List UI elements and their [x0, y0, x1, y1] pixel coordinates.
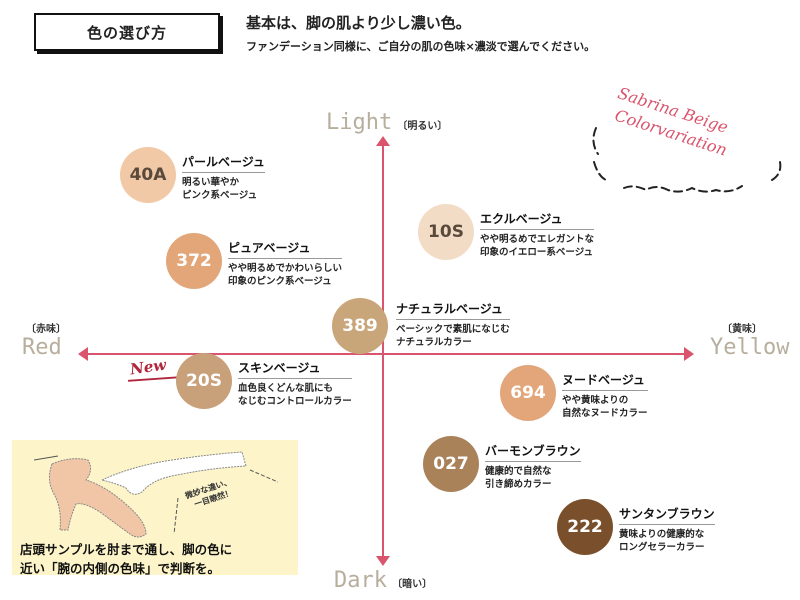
axis-word: Red — [22, 335, 62, 360]
axis-sub: 〔赤味〕 — [26, 324, 66, 335]
tip-line-1: 店頭サンプルを肘まで通し、脚の色に — [20, 542, 233, 557]
arrow-up-icon — [376, 136, 390, 146]
shade-20S: 20S スキンベージュ 血色良くどんな肌にも なじむコントロールカラー — [176, 353, 352, 409]
shade-389: 389 ナチュラルベージュ ベーシックで素肌になじむ ナチュラルカラー — [332, 298, 510, 354]
shade-desc-2: 自然なヌードカラー — [562, 408, 648, 419]
shade-name: パールベージュ — [182, 153, 265, 173]
shade-name: スキンベージュ — [238, 359, 352, 379]
shade-swatch: 10S — [418, 204, 474, 260]
shade-name: ナチュラルベージュ — [396, 300, 510, 320]
headline: 基本は、脚の肌より少し濃い色。 — [246, 14, 471, 32]
shade-desc-2: 印象のイエロー系ベージュ — [480, 247, 594, 258]
shade-swatch: 222 — [557, 499, 613, 555]
shade-desc-2: なじむコントロールカラー — [238, 396, 352, 407]
shade-desc-2: ロングセラーカラー — [619, 542, 705, 553]
axis-label-dark: Dark 〔暗い〕 — [334, 568, 432, 593]
new-label: New — [128, 355, 168, 379]
cloud-outline-icon — [592, 127, 782, 193]
shade-swatch: 694 — [500, 365, 556, 421]
shade-name: エクルベージュ — [480, 210, 595, 230]
shade-swatch: 027 — [423, 436, 479, 492]
shade-desc-1: 明るい華やか — [182, 177, 240, 188]
axis-sub: 〔暗い〕 — [392, 579, 433, 590]
shade-name: ピュアベージュ — [228, 239, 343, 259]
tip-line-2: 近い「腕の内側の色味」で判断を。 — [20, 561, 221, 576]
shade-swatch: 40A — [120, 147, 176, 203]
shade-desc-1: 血色良くどんな肌にも — [238, 383, 334, 394]
shade-694: 694 ヌードベージュ やや黄味よりの 自然なヌードカラー — [500, 365, 648, 421]
shade-372: 372 ピュアベージュ やや明るめでかわいらしい 印象のピンク系ベージュ — [166, 233, 343, 289]
axis-word: Dark — [334, 568, 387, 593]
shade-desc-1: やや黄味よりの — [562, 395, 629, 406]
shade-name: サンタンブラウン — [619, 505, 715, 525]
shade-swatch: 20S — [176, 353, 232, 409]
subheadline: ファンデーション同様に、ご自分の肌の色味×濃淡で選んでください。 — [246, 40, 596, 53]
shade-swatch: 372 — [166, 233, 222, 289]
shade-desc-1: やや明るめでかわいらしい — [228, 263, 343, 274]
shade-swatch: 389 — [332, 298, 388, 354]
shade-222: 222 サンタンブラウン 黄味よりの健康的な ロングセラーカラー — [557, 499, 715, 555]
axis-word: Light — [326, 110, 393, 135]
axis-label-red: 〔赤味〕 Red — [22, 320, 66, 360]
shade-desc-2: ナチュラルカラー — [396, 337, 472, 348]
shade-name: バーモンブラウン — [485, 442, 581, 462]
shade-desc-2: ピンク系ベージュ — [182, 190, 258, 201]
shade-desc-2: 引き締めカラー — [485, 479, 552, 490]
section-title: 色の選び方 — [34, 13, 220, 51]
shade-desc-1: ベーシックで素肌になじむ — [396, 324, 510, 335]
axis-sub: 〔明るい〕 — [397, 121, 448, 132]
axis-label-light: Light 〔明るい〕 — [326, 110, 447, 135]
horizontal-axis — [86, 353, 686, 355]
axis-sub: 〔黄味〕 — [722, 324, 762, 335]
shade-name: ヌードベージュ — [562, 371, 648, 391]
arrow-right-icon — [684, 347, 694, 361]
shade-desc-1: やや明るめでエレガントな — [480, 234, 595, 245]
shade-10S: 10S エクルベージュ やや明るめでエレガントな 印象のイエロー系ベージュ — [418, 204, 595, 260]
axis-label-yellow: 〔黄味〕 Yellow — [710, 320, 789, 360]
shade-40A: 40A パールベージュ 明るい華やか ピンク系ベージュ — [120, 147, 265, 203]
shade-027: 027 バーモンブラウン 健康的で自然な 引き締めカラー — [423, 436, 581, 492]
axis-word: Yellow — [710, 335, 790, 360]
arrow-down-icon — [376, 556, 390, 566]
shade-desc-1: 黄味よりの健康的な — [619, 529, 705, 540]
shade-desc-1: 健康的で自然な — [485, 466, 552, 477]
arm-illustration-icon — [33, 451, 279, 538]
tip-text: 店頭サンプルを肘まで通し、脚の色に 近い「腕の内側の色味」で判断を。 — [20, 540, 232, 578]
shade-desc-2: 印象のピンク系ベージュ — [228, 276, 332, 287]
vertical-axis — [382, 142, 384, 560]
arrow-left-icon — [78, 347, 88, 361]
